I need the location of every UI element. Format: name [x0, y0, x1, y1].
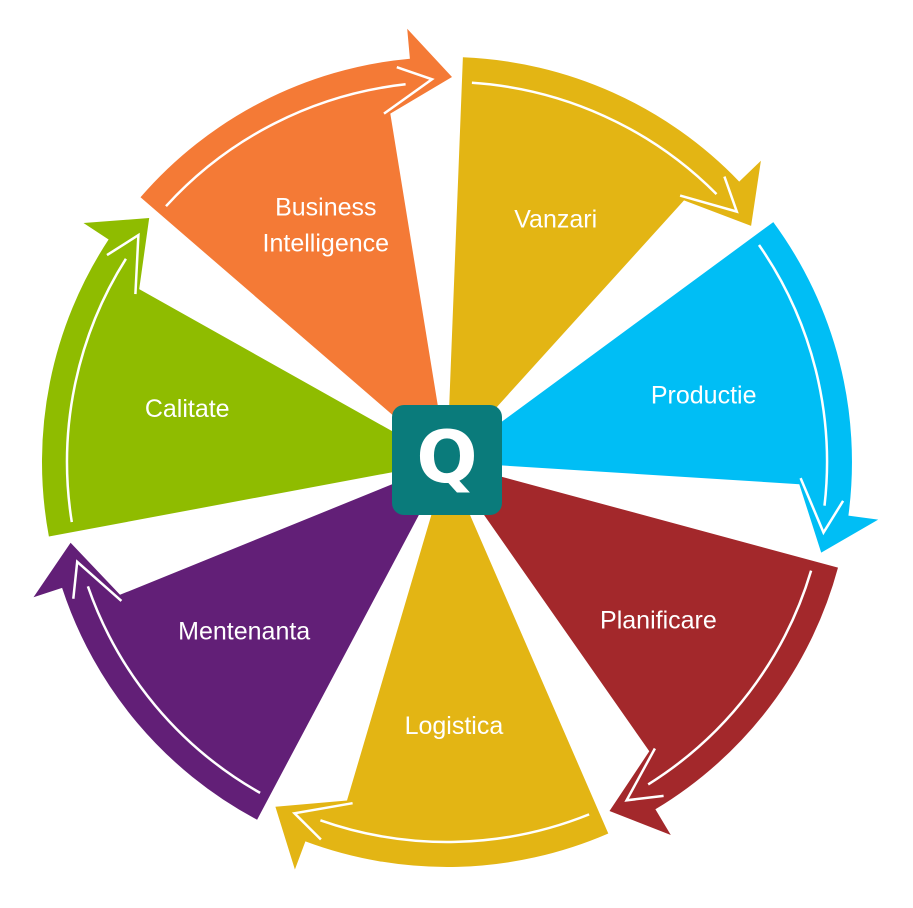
- segment-inner-arrow-line: [165, 66, 435, 208]
- segment-wedge: [140, 28, 452, 463]
- segment-wedge: [447, 57, 761, 463]
- segment-inner-arrow-line: [471, 81, 739, 214]
- segment-label: Logistica: [405, 712, 504, 740]
- segment-wedge: [447, 222, 879, 553]
- center-badge-letter: Q: [416, 415, 477, 499]
- segment-label: Calitate: [145, 394, 230, 422]
- segment-logistica: Logistica: [275, 462, 609, 870]
- segment-productie: Productie: [447, 222, 879, 553]
- center-badge: Q: [392, 405, 502, 515]
- segment-wedge: [275, 462, 609, 870]
- segment-inner-arrow-line: [757, 244, 845, 536]
- segment-mentenanta: Mentenanta: [33, 462, 447, 820]
- segment-inner-arrow-line: [65, 232, 140, 523]
- segment-wedge: [33, 462, 447, 820]
- segment-label: Planificare: [600, 606, 717, 634]
- segment-calitate: Calitate: [41, 218, 448, 537]
- center-badge-background: [392, 405, 502, 515]
- segment-inner-arrow-line: [72, 559, 261, 794]
- segment-inner-arrow-line: [291, 801, 590, 844]
- segment-label: Vanzari: [514, 205, 597, 233]
- segment-wedge: [41, 218, 448, 537]
- segment-vanzari: Vanzari: [447, 57, 761, 463]
- segment-inner-arrow-line: [624, 570, 813, 802]
- segment-label: Mentenanta: [178, 617, 310, 645]
- segment-wedge: [447, 462, 838, 835]
- segment-label: Productie: [651, 381, 757, 409]
- segment-planificare: Planificare: [447, 462, 838, 835]
